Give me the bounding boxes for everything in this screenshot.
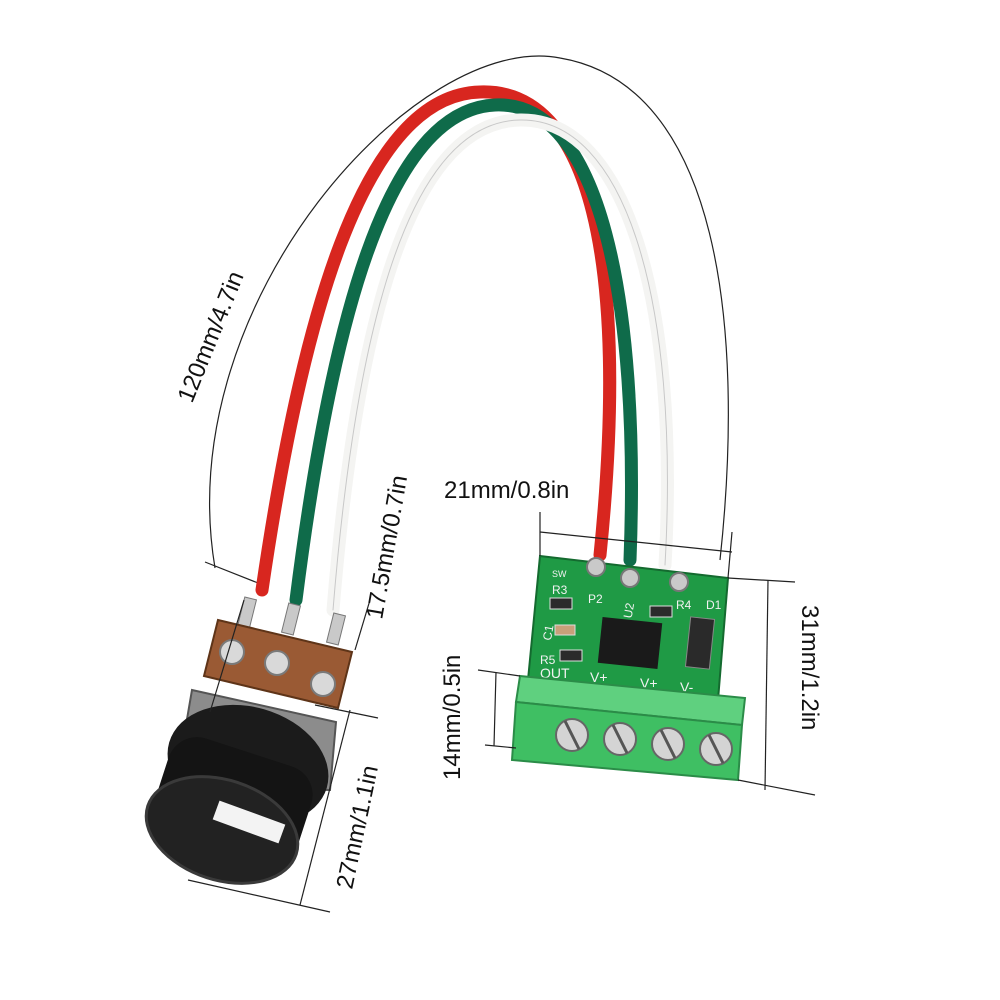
pcb-label-sw: SW	[552, 569, 567, 579]
pot-solder-middle	[264, 650, 290, 676]
knob-dim-bottom	[187, 879, 331, 913]
pot-solder-left	[219, 639, 245, 665]
pcb-label-v-plus-a: V+	[590, 669, 608, 685]
pot-span-line-left	[209, 599, 245, 713]
board-height-label: 31mm/1.2in	[796, 605, 823, 730]
pcb-label-u2: U2	[621, 601, 638, 619]
pcb-resistor-r4	[649, 605, 673, 618]
wire-green	[289, 98, 638, 607]
pot-pin-right	[325, 612, 347, 646]
terminal-height-tick-top	[477, 669, 521, 677]
board-height-tick-bottom	[737, 779, 816, 796]
knob-cap	[144, 775, 300, 885]
terminal-height-line	[493, 671, 497, 747]
knob-dim-top	[314, 704, 379, 719]
pot-solder-right	[310, 671, 336, 697]
wire-white-edge	[332, 119, 668, 611]
board-width-tick-right	[727, 531, 733, 579]
cable-length-tick	[204, 561, 259, 584]
knob-dim-vertical	[299, 709, 351, 906]
board-width-line	[539, 531, 733, 553]
pcb-label-v-plus-b: V+	[640, 675, 658, 691]
pcb-label-r4: R4	[676, 598, 692, 612]
pcb-pad-white	[669, 572, 689, 592]
terminal-screw-4-slot	[707, 734, 725, 764]
pcb-label-c1: C1	[540, 624, 557, 642]
pot-span-label: 17.5mm/0.7in	[361, 473, 413, 621]
board-height-line	[764, 579, 769, 791]
wire-red	[255, 85, 617, 597]
pcb-label-r5: R5	[540, 653, 556, 667]
pcb-label-out: OUT	[540, 665, 570, 681]
terminal-height-label: 14mm/0.5in	[439, 655, 466, 780]
pcb-resistor-r5	[559, 649, 583, 662]
pcb-pad-green	[620, 568, 640, 588]
terminal-screw-1-slot	[563, 720, 581, 750]
board-width-label: 21mm/0.8in	[444, 477, 569, 504]
pcb-ic-chip	[597, 616, 663, 670]
board-height-tick-top	[727, 577, 796, 583]
cable-length-arc	[209, 55, 729, 569]
pcb-pad-red	[586, 557, 606, 577]
wire-bundle	[255, 85, 674, 617]
pcb-label-d1: D1	[706, 598, 722, 612]
cable-length-label: 120mm/4.7in	[173, 267, 250, 406]
pcb-diode	[684, 616, 716, 670]
pot-span-line-right	[354, 599, 371, 651]
terminal-screw-3-slot	[659, 729, 677, 759]
pcb-board: SW R3 P2 U2 R4 D1 C1 R5 OUT V+ V+ V-	[526, 554, 730, 702]
potentiometer	[144, 596, 354, 885]
pcb-resistor-r3	[549, 597, 573, 610]
terminal-screw-2-slot	[611, 724, 629, 754]
pcb-label-r3: R3	[552, 583, 568, 597]
pcb-capacitor-c1	[554, 624, 576, 636]
knob-height-label: 27mm/1.1in	[331, 763, 383, 891]
knob-indicator	[212, 800, 286, 844]
terminal-height-tick-bottom	[484, 744, 517, 749]
pot-pin-middle	[280, 602, 302, 636]
pcb-label-p2: P2	[588, 592, 603, 606]
screw-terminal	[510, 674, 747, 782]
